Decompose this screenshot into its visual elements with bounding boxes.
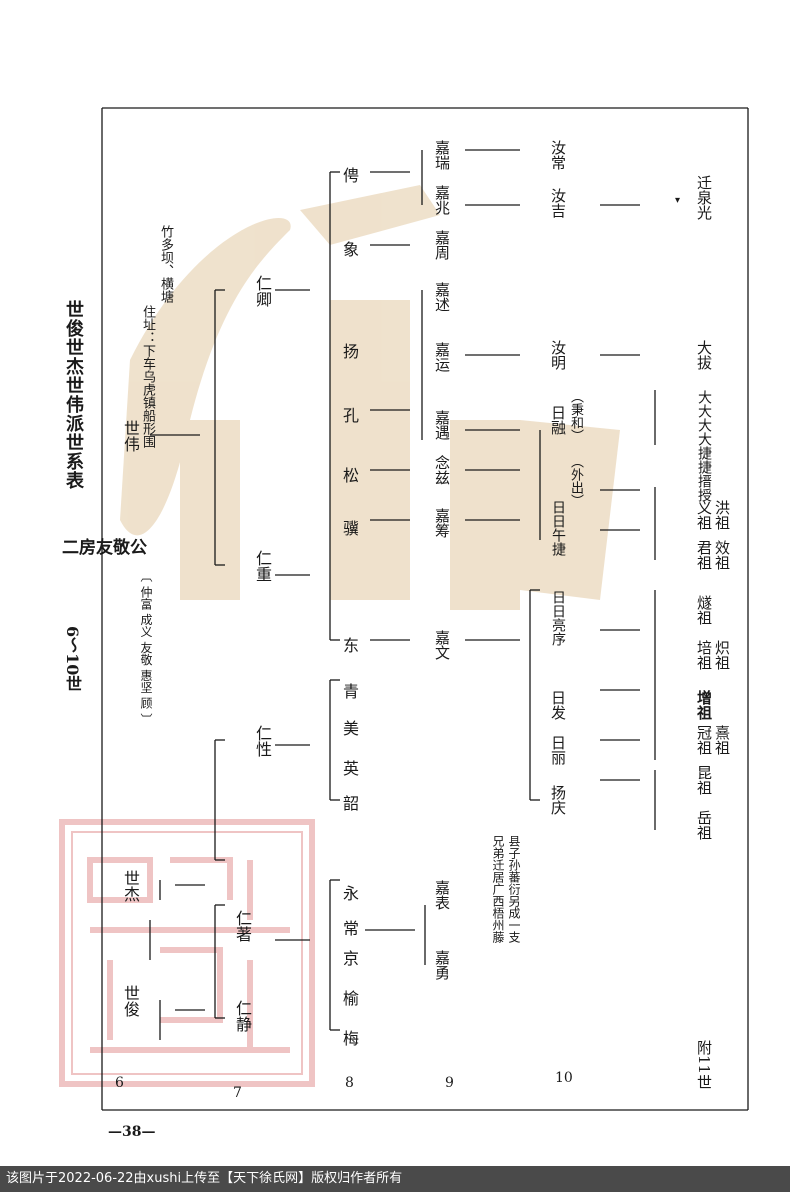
person-junzu: 君祖 (695, 540, 713, 570)
person-hongzu: 洪祖 (713, 500, 731, 530)
person-xiang: 象 (343, 240, 360, 259)
person-ying: 英 (343, 759, 360, 778)
person-jiarui: 嘉瑞 (433, 140, 451, 170)
person-ruming: 汝明 (549, 340, 567, 370)
person-dabo: 大拔 (695, 340, 713, 370)
person-dajie: 大大大大捷捷搢授 (696, 390, 712, 502)
person-kun-zu: 昆祖 (695, 765, 713, 795)
person-renzhu: 仁著 (233, 910, 252, 942)
person-chang: 常 (343, 919, 360, 938)
address-line-2: 竹多坝、横塘 (158, 225, 173, 303)
person-rifa: 日发 (549, 690, 567, 720)
person-renxing: 仁性 (253, 725, 272, 757)
person-yangqing: 扬庆 (549, 785, 567, 815)
person-jiayong: 嘉勇 (433, 950, 451, 980)
person-riliangxu: 日日亮序 (550, 590, 566, 646)
gen-9-label: 9 (445, 1075, 454, 1091)
person-qing: 青 (343, 682, 360, 701)
move-note-line-1: 兄弟迁居广西梧州藤 (491, 835, 505, 943)
person-ruji: 汝吉 (549, 188, 567, 218)
person-zhizu: 炽祖 (713, 640, 731, 670)
person-zengzu: 增祖 (695, 690, 713, 720)
person-guanzu: 冠祖 (695, 725, 713, 755)
range-title: 6～10世 (63, 626, 82, 692)
person-nianci: 念兹 (433, 455, 451, 485)
person-yue-zu: 岳祖 (695, 810, 713, 840)
gen-6-label: 6 (115, 1075, 124, 1091)
page-number: —38— (108, 1124, 156, 1140)
person-ji: 骥 (343, 519, 360, 538)
person-peizu: 培祖 (695, 640, 713, 670)
seal-stamp-icon (59, 819, 315, 1087)
person-jiawen: 嘉文 (433, 630, 451, 660)
person-ruchang: 汝常 (549, 140, 567, 170)
gen-7-label: 7 (233, 1085, 242, 1101)
copyright-footer: 该图片于2022-06-22由xushi上传至【天下徐氏网】版权归作者所有 (0, 1166, 790, 1192)
person-yu: 榆 (343, 989, 360, 1008)
person-yong: 永 (343, 884, 360, 903)
person-jiazhao: 嘉兆 (433, 185, 451, 215)
person-jiayu: 嘉遇 (433, 410, 451, 440)
bird-watermark-icon (120, 185, 620, 610)
note-binghe: （秉和） (568, 390, 583, 442)
person-jiachou: 嘉筹 (433, 508, 451, 538)
page-title: 世俊世杰世伟派世系表 (63, 300, 84, 490)
person-shijun: 世俊 (121, 985, 140, 1017)
person-rili: 日丽 (549, 735, 567, 765)
person-dong: 东 (343, 636, 360, 655)
person-jiabiao: 嘉表 (433, 880, 451, 910)
branch-title: 二房友敬公 (62, 538, 147, 558)
person-xiaozu: 效祖 (713, 540, 731, 570)
person-jing: 京 (343, 949, 360, 968)
person-suizu: 燧祖 (695, 595, 713, 625)
person-jiayun: 嘉运 (433, 342, 451, 372)
arrow-icon: ▾ (675, 195, 681, 206)
person-song: 松 (343, 466, 360, 485)
note-waichu: （外出） (568, 455, 583, 507)
person-mei: 梅 (343, 1029, 360, 1048)
person-renzhong: 仁重 (253, 550, 272, 582)
move-note-line-2: 县子孙蕃衍另成一支 (507, 835, 521, 943)
person-kong: 孔 (343, 406, 360, 425)
person-jiazhou: 嘉周 (433, 230, 451, 260)
person-shiwei: 世伟 (121, 420, 140, 452)
person-qianquan: 迁泉光 (695, 175, 713, 220)
person-xizu: 熹祖 (713, 725, 731, 755)
person-rirong: 日融 (549, 405, 567, 435)
person-jiashu: 嘉述 (433, 282, 451, 312)
person-meixing: 美 (343, 719, 360, 738)
gen-8-label: 8 (345, 1075, 354, 1091)
person-renjing: 仁静 (233, 1000, 252, 1032)
person-riwu: 日日午捷 (550, 500, 566, 556)
person-yang: 扬 (343, 342, 360, 361)
siblings-note: 〔 仲富 成义 友敬 惠坚 顾 〕 (139, 570, 153, 725)
person-yizu: 义祖 (695, 500, 713, 530)
person-shao: 韶 (343, 794, 360, 813)
gen-11-label: 附11世 (695, 1040, 713, 1090)
person-renqing: 仁卿 (253, 275, 272, 307)
address-line-1: 住址：下车乌虎镇船形围 (140, 305, 155, 448)
person-shijie: 世杰 (121, 870, 140, 902)
person-ping: 俜 (343, 166, 360, 185)
gen-10-label: 10 (555, 1070, 573, 1086)
